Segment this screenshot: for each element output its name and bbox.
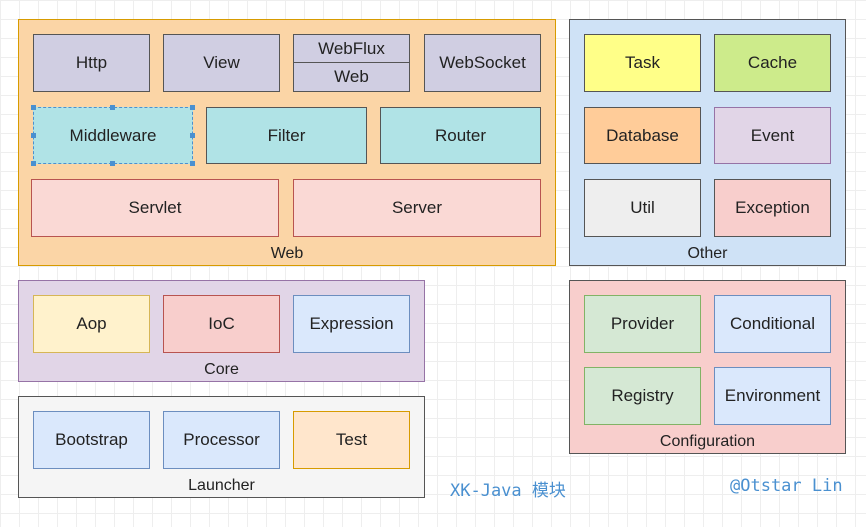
configuration-group-label: Configuration: [659, 433, 756, 450]
event-box: Event: [714, 107, 831, 164]
exception-label: Exception: [735, 198, 810, 217]
registry-label: Registry: [611, 386, 674, 405]
conditional-label: Conditional: [729, 314, 816, 333]
exception-box: Exception: [714, 179, 831, 237]
filter-label: Filter: [267, 125, 306, 145]
selection-handle-icon[interactable]: [31, 133, 36, 138]
websocket-label: WebSocket: [439, 53, 526, 72]
watermark-left: XK-Java 模块: [450, 481, 566, 501]
cache-label: Cache: [747, 53, 798, 72]
web-sub-box: Web: [293, 62, 410, 92]
view-box: View: [163, 34, 280, 92]
processor-label: Processor: [183, 430, 260, 449]
selection-handle-icon[interactable]: [110, 161, 115, 166]
task-box: Task: [584, 34, 701, 92]
servlet-label: Servlet: [128, 198, 182, 217]
util-box: Util: [584, 179, 701, 237]
view-label: View: [203, 53, 240, 72]
test-label: Test: [335, 430, 368, 449]
aop-label: Aop: [76, 314, 107, 333]
http-box: Http: [33, 34, 150, 92]
environment-label: Environment: [724, 386, 821, 405]
test-box: Test: [293, 411, 410, 469]
selection-handle-icon[interactable]: [190, 161, 195, 166]
selection-handle-icon[interactable]: [110, 105, 115, 110]
provider-label: Provider: [610, 314, 675, 333]
selection-handle-icon[interactable]: [190, 133, 195, 138]
util-label: Util: [630, 198, 655, 217]
filter-box: Filter: [206, 107, 367, 164]
servlet-box: Servlet: [31, 179, 279, 237]
server-box: Server: [293, 179, 541, 237]
router-box: Router: [380, 107, 541, 164]
conditional-box: Conditional: [714, 295, 831, 353]
processor-box: Processor: [163, 411, 280, 469]
bootstrap-label: Bootstrap: [55, 430, 128, 449]
webflux-label: WebFlux: [318, 38, 385, 58]
ioc-box: IoC: [163, 295, 280, 353]
selection-handle-icon[interactable]: [31, 161, 36, 166]
database-box: Database: [584, 107, 701, 164]
bootstrap-box: Bootstrap: [33, 411, 150, 469]
event-label: Event: [750, 125, 795, 145]
provider-box: Provider: [584, 295, 701, 353]
router-label: Router: [434, 125, 487, 145]
web-group-label: Web: [270, 245, 304, 262]
selection-handle-icon[interactable]: [190, 105, 195, 110]
aop-box: Aop: [33, 295, 150, 353]
registry-box: Registry: [584, 367, 701, 425]
middleware-box[interactable]: Middleware: [33, 107, 193, 164]
core-group-label: Core: [204, 361, 239, 378]
cache-box: Cache: [714, 34, 831, 92]
database-label: Database: [606, 125, 679, 145]
ioc-label: IoC: [208, 314, 235, 333]
other-group-label: Other: [687, 245, 728, 262]
http-label: Http: [75, 53, 108, 72]
task-label: Task: [625, 53, 660, 72]
server-label: Server: [391, 198, 443, 217]
environment-box: Environment: [714, 367, 831, 425]
webflux-box: WebFlux: [293, 34, 410, 63]
middleware-label: Middleware: [69, 125, 157, 145]
launcher-group-label: Launcher: [188, 477, 255, 494]
selection-handle-icon[interactable]: [31, 105, 36, 110]
watermark-right: @Otstar Lin: [730, 476, 843, 496]
expression-label: Expression: [309, 314, 394, 333]
web-sub-label: Web: [334, 67, 369, 86]
expression-box: Expression: [293, 295, 410, 353]
websocket-box: WebSocket: [424, 34, 541, 92]
